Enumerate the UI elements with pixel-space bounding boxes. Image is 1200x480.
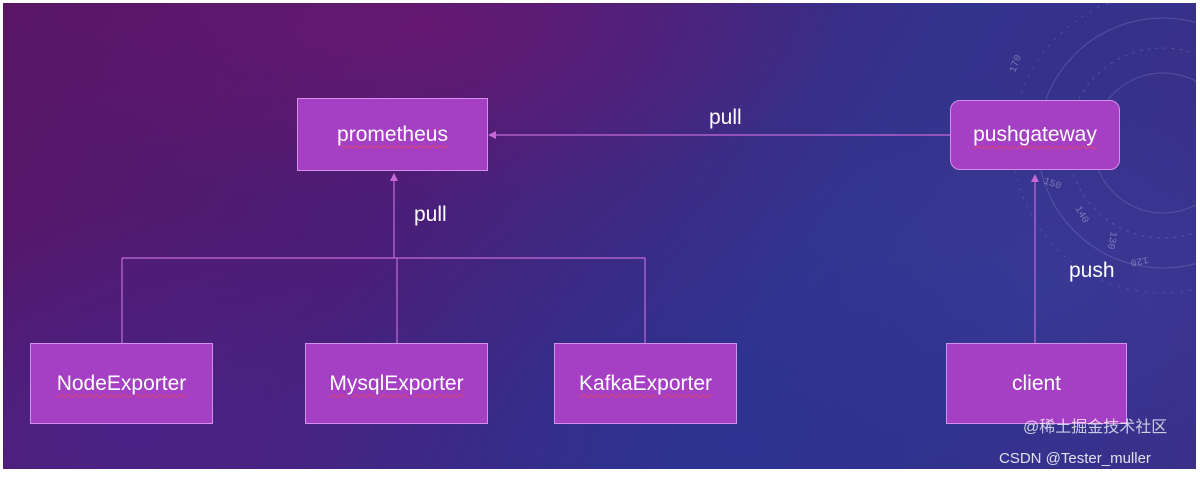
edge-label-push: push [1069,259,1115,282]
juejin-watermark: @稀土掘金技术社区 [1023,419,1168,436]
node-label: NodeExporter [56,371,187,395]
node-prometheus: prometheus [297,98,488,171]
node-label: pushgateway [973,123,1097,146]
node-pushgateway: pushgateway [950,100,1120,170]
edge-label-pull-exporters: pull [414,203,447,226]
node-label: prometheus [337,122,448,146]
node-label: MysqlExporter [329,371,464,395]
dial-tick-label: 150 [1042,176,1063,192]
csdn-watermark: CSDN @Tester_muller [999,450,1151,467]
dial-tick-label: 130 [1104,230,1118,250]
node-node-exporter: NodeExporter [30,343,213,424]
node-client: client [946,343,1127,424]
arrowhead-up [1031,174,1039,182]
dial-tick-label: 140 [1072,205,1091,226]
arrowhead-up [390,173,398,181]
node-kafka-exporter: KafkaExporter [554,343,737,424]
diagram-canvas: 170 160 150 140 130 120 prometheus pushg… [3,3,1196,469]
edge-label-pull-top: pull [709,106,742,129]
dial-tick-label: 120 [1130,253,1150,267]
dial-tick-label: 170 [1008,54,1024,75]
node-label: KafkaExporter [578,371,713,395]
node-label: client [1011,371,1062,395]
arrowhead-left [488,131,496,139]
node-mysql-exporter: MysqlExporter [305,343,488,424]
